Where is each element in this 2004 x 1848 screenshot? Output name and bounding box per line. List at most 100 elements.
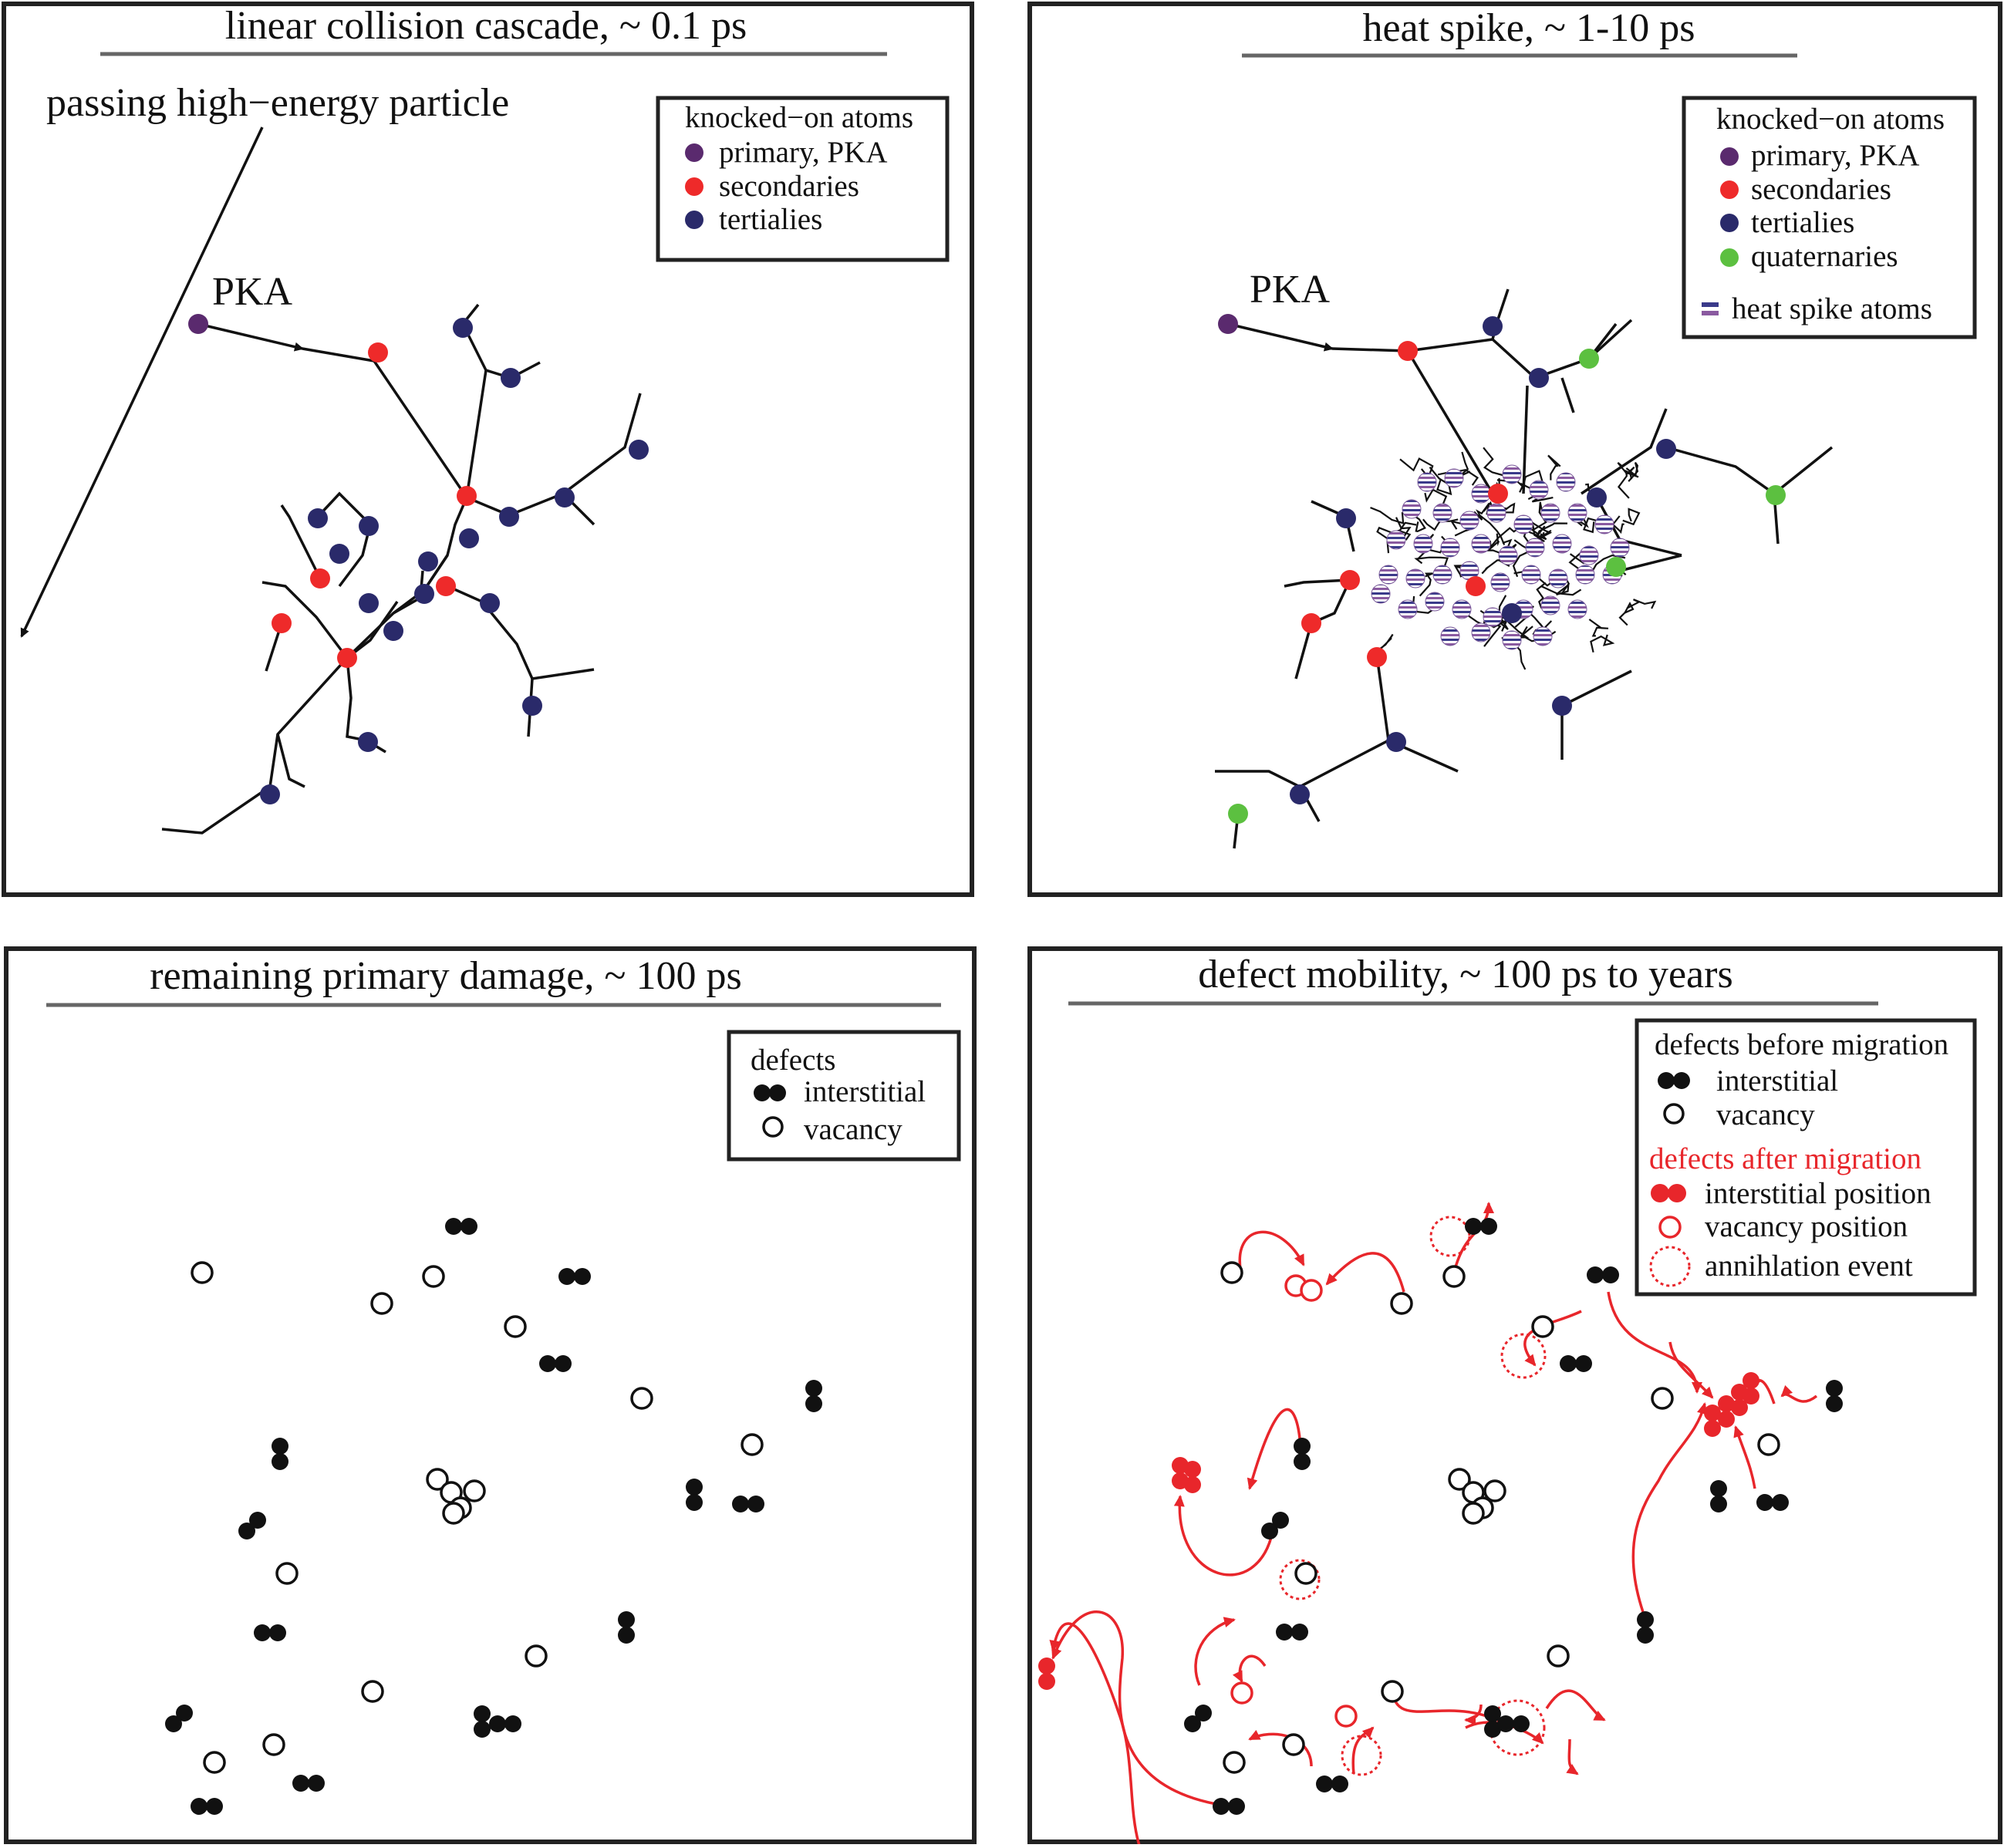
heat-spike-atom (1579, 545, 1599, 565)
tertiary-atom (501, 368, 521, 388)
tertiary-atom (555, 487, 575, 508)
interstitial-dumbbell (1038, 1657, 1055, 1690)
interstitial-atom (1718, 1395, 1735, 1412)
interstitial-atom (1513, 1715, 1530, 1732)
interstitial-atom (489, 1715, 506, 1732)
interstitial-atom (1826, 1395, 1843, 1412)
migration-path (1733, 1425, 1756, 1489)
vacancy (463, 1479, 486, 1502)
spike-trajectory (1408, 511, 1426, 533)
spike-trajectory (1370, 507, 1405, 524)
migration-paths (1049, 1202, 1818, 1848)
vacancy (1230, 1681, 1253, 1705)
interstitial-dumbbell (618, 1611, 635, 1644)
legend-item-tertiary: tertialies (719, 203, 822, 236)
pka-direction-arrow (197, 322, 304, 352)
panel-damage: remaining primary damage, ~ 100 ps defec… (4, 946, 977, 1844)
panel-cascade: linear collision cascade, ~ 0.1 ps passi… (2, 2, 974, 897)
interstitial-atom (1261, 1523, 1278, 1539)
tertiary-atom (453, 318, 473, 338)
secondary-atom (272, 613, 292, 633)
interstitial-dumbbell (732, 1496, 764, 1512)
interstitial-dumbbell (445, 1218, 477, 1235)
spike-trajectory (1618, 602, 1635, 626)
heat-spike-atom (1548, 568, 1568, 588)
legend-frame (656, 96, 950, 262)
migration-path (1668, 1341, 1714, 1399)
heat-spike-atom (1498, 545, 1518, 565)
vacancy (370, 1292, 393, 1315)
secondary-atom (457, 486, 477, 506)
vacancy (1390, 1292, 1413, 1315)
legend-heading-before: defects before migration (1655, 1028, 1948, 1061)
spike-trajectory (1622, 508, 1641, 526)
spike-trajectory (1611, 515, 1624, 535)
legend-dot-tertiary (685, 211, 703, 229)
tertiary-atom (499, 507, 519, 527)
annihilation-event (1279, 1559, 1321, 1600)
damage-legend: defects interstitial vacancy (727, 1030, 961, 1162)
interstitial-atom (1291, 1624, 1308, 1641)
heat-spike-atom (1398, 599, 1418, 619)
interstitial-atom (272, 1453, 288, 1470)
interstitial-atom (474, 1721, 491, 1738)
interstitial-atom (747, 1496, 764, 1512)
heat-spike-atom (1432, 565, 1452, 585)
heat-spike-atom (1575, 565, 1595, 585)
interstitial-dumbbell (686, 1479, 703, 1511)
spike-trajectory (1489, 524, 1524, 549)
legend-item-tertiary: tertialies (1751, 206, 1854, 239)
vacancy (442, 1502, 465, 1525)
heat-spike-atom (1440, 538, 1460, 558)
interstitial-dumbbell (1743, 1372, 1759, 1405)
legend-red-interstitial-mark (1651, 1184, 1669, 1202)
tertiary-atom (1483, 316, 1503, 336)
heat-spike-atoms (1371, 464, 1630, 650)
heat-spike-atom (1471, 534, 1491, 554)
cascade-paths (161, 303, 642, 835)
panel-frame (1027, 946, 2002, 1844)
heat-spike-atom (1513, 514, 1533, 535)
migration-path (1049, 1622, 1142, 1848)
interstitial-dumbbell (1184, 1461, 1201, 1493)
interstitial-dumbbell (191, 1798, 223, 1815)
legend-interstitial-mark (769, 1084, 786, 1101)
tertiary-atom (522, 696, 542, 716)
spike-trajectory (1429, 466, 1452, 496)
heat-spike-atom (1402, 499, 1422, 519)
heat-spike-atom (1425, 592, 1445, 612)
interstitial-atom (1731, 1399, 1748, 1416)
vacancy (203, 1751, 226, 1774)
legend-frame (1635, 1018, 1977, 1297)
legend-item-primary: primary, PKA (719, 136, 887, 169)
vacancy (1442, 1265, 1466, 1288)
interstitial-atom (1826, 1380, 1843, 1397)
interstitial-atom (1184, 1476, 1201, 1493)
legend-item-interstitial-position: interstitial position (1705, 1177, 1931, 1210)
panel-title: remaining primary damage, ~ 100 ps (150, 954, 741, 998)
spike-trajectory (1540, 582, 1570, 596)
interstitial-dumbbell (1560, 1355, 1592, 1372)
interstitial-dumbbell (1213, 1798, 1245, 1815)
interstitial-atom (1710, 1480, 1727, 1497)
interstitial-atom (1710, 1496, 1727, 1512)
vacancy (426, 1468, 449, 1491)
tertiary-atom (1290, 784, 1310, 804)
heat-spike-atom (1502, 464, 1522, 484)
migration-path (1607, 1291, 1702, 1394)
annihilation-event (1341, 1735, 1382, 1776)
interstitial-atom (1637, 1611, 1654, 1628)
spike-trajectory (1512, 539, 1533, 578)
interstitial-dumbbell (254, 1624, 286, 1641)
interstitial-atom (1704, 1420, 1721, 1437)
spike-atoms (1218, 314, 1786, 824)
spike-trajectory (1414, 556, 1449, 568)
legend-spike-mark (1702, 311, 1719, 315)
interstitial-dumbbell (539, 1355, 572, 1372)
particle-track-arrow (20, 126, 264, 638)
spike-trajectory (1626, 599, 1657, 609)
vacancy (1651, 1387, 1674, 1410)
spike-trajectory (1590, 634, 1615, 653)
heat-spike-atom (1459, 511, 1479, 531)
